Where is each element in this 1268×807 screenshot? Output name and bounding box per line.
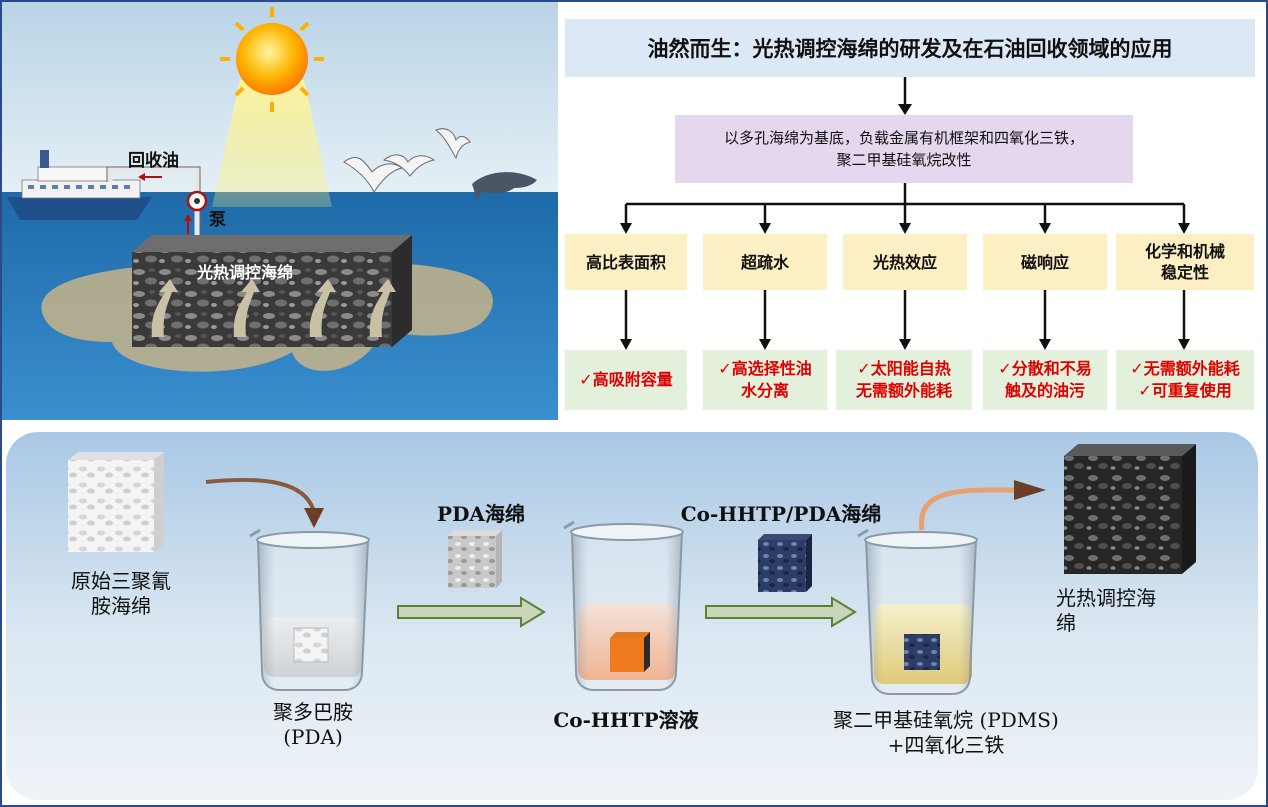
result-box-reusable: ✓无需额外能耗 ✓可重复使用 xyxy=(1116,350,1254,410)
beaker-pdms-label: 聚二甲基硅氧烷 (PDMS) +四氧化三铁 xyxy=(833,708,1059,757)
pump-icon xyxy=(186,190,208,212)
beaker-cohhtp xyxy=(563,520,684,691)
property-box-surface-area: 高比表面积 xyxy=(565,234,687,290)
recovered-oil-label: 回收油 xyxy=(128,151,179,171)
pda-sponge xyxy=(448,530,502,588)
oil-recovery-scene: 回收油 泵 光热调控海绵 xyxy=(2,2,558,420)
scene-illustration xyxy=(2,2,558,420)
property-box-magnetic: 磁响应 xyxy=(983,234,1107,290)
result-box-adsorption: ✓高吸附容量 xyxy=(565,350,687,410)
photothermal-sponge-block xyxy=(132,235,412,347)
result-box-solar-heating: ✓太阳能自热 无需额外能耗 xyxy=(836,350,972,410)
beaker-pda xyxy=(249,528,370,691)
property-box-superhydrophobic: 超疏水 xyxy=(703,234,827,290)
sun-icon xyxy=(220,7,324,112)
seagull-icons xyxy=(343,128,471,193)
cohhtp-sponge-label: Co-HHTP/PDA海绵 xyxy=(680,502,882,526)
curved-arrow-icon xyxy=(918,487,1016,531)
final-sponge-label: 光热调控海 绵 xyxy=(1056,586,1156,635)
property-box-stability: 化学和机械 稳定性 xyxy=(1116,234,1254,290)
result-box-oil-water-separation: ✓高选择性油 水分离 xyxy=(703,350,827,410)
cohhtp-pda-sponge xyxy=(758,534,812,592)
title-box: 油然而生：光热调控海绵的研发及在石油回收领域的应用 xyxy=(565,19,1255,77)
beaker-cohhtp-label: Co-HHTP溶液 xyxy=(553,708,699,732)
process-arrow-icon xyxy=(705,596,857,628)
substrate-description-box: 以多孔海绵为基底，负载金属有机框架和四氧化三铁， 聚二甲基硅氧烷改性 xyxy=(675,115,1133,183)
beaker-pdms xyxy=(857,528,978,695)
property-box-photothermal: 光热效应 xyxy=(843,234,967,290)
raw-sponge-label: 原始三聚氰 胺海绵 xyxy=(71,569,171,618)
raw-melamine-sponge xyxy=(68,452,164,552)
sponge-label: 光热调控海绵 xyxy=(197,263,294,282)
pump-label: 泵 xyxy=(209,210,226,230)
process-arrow-icon xyxy=(397,596,546,628)
final-photothermal-sponge xyxy=(1064,444,1196,574)
ship-icon xyxy=(7,150,152,220)
process-illustration xyxy=(68,444,1196,695)
pda-sponge-label: PDA海绵 xyxy=(437,502,525,526)
flow-connectors xyxy=(620,77,1190,350)
curved-arrow-icon xyxy=(205,477,316,513)
result-box-dispersed-oil: ✓分散和不易 触及的油污 xyxy=(983,350,1107,410)
sun-beam xyxy=(212,80,332,207)
fabrication-process-panel: 原始三聚氰 胺海绵 PDA海绵 Co-HHTP/PDA海绵 光热调控海 绵 聚多… xyxy=(6,432,1258,800)
beaker-pda-label: 聚多巴胺 (PDA) xyxy=(273,700,353,749)
dolphin-icon xyxy=(472,172,537,200)
